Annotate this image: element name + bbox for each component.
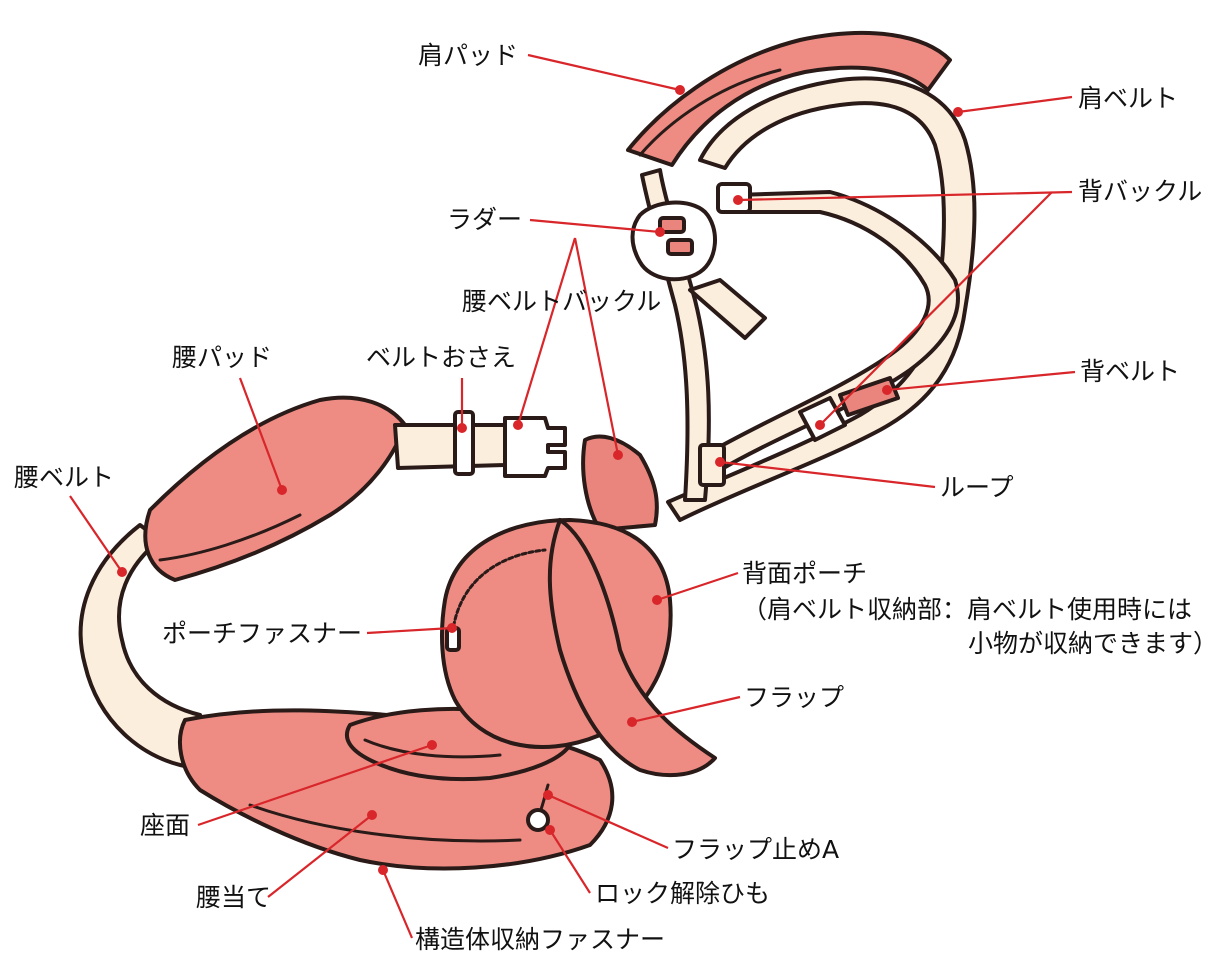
label-ladder: ラダー	[447, 205, 522, 234]
label-back-pouch: 背面ポーチ	[742, 559, 867, 588]
label-waist-belt: 腰ベルト	[14, 463, 114, 492]
label-back-pouch-note-1: （肩ベルト収納部：肩ベルト使用時には	[742, 595, 1192, 624]
waist-pad	[145, 398, 405, 580]
label-flap: フラップ	[744, 683, 844, 712]
label-lock-release-cord: ロック解除ひも	[595, 879, 770, 908]
lock-release-ring	[528, 810, 548, 830]
label-shoulder-pad: 肩パッド	[418, 41, 518, 70]
label-loop: ループ	[940, 473, 1014, 502]
waist-strap-left	[395, 425, 505, 468]
label-waist-belt-buckle: 腰ベルトバックル	[462, 287, 661, 316]
label-shoulder-belt: 肩ベルト	[1078, 84, 1178, 113]
label-waist-support: 腰当て	[196, 883, 271, 912]
label-seat: 座面	[140, 811, 190, 840]
label-back-pouch-note-2: 小物が収納できます）	[968, 629, 1218, 658]
belt-keeper	[455, 412, 473, 474]
label-flap-fastener-a: フラップ止めA	[672, 835, 839, 864]
label-pouch-zipper: ポーチファスナー	[162, 619, 362, 648]
label-waist-pad: 腰パッド	[172, 343, 272, 372]
label-belt-keeper: ベルトおさえ	[366, 343, 516, 372]
label-frame-storage-zipper: 構造体収納ファスナー	[415, 925, 665, 954]
label-back-buckle: 背バックル	[1078, 177, 1202, 206]
label-back-belt: 背ベルト	[1080, 357, 1180, 386]
